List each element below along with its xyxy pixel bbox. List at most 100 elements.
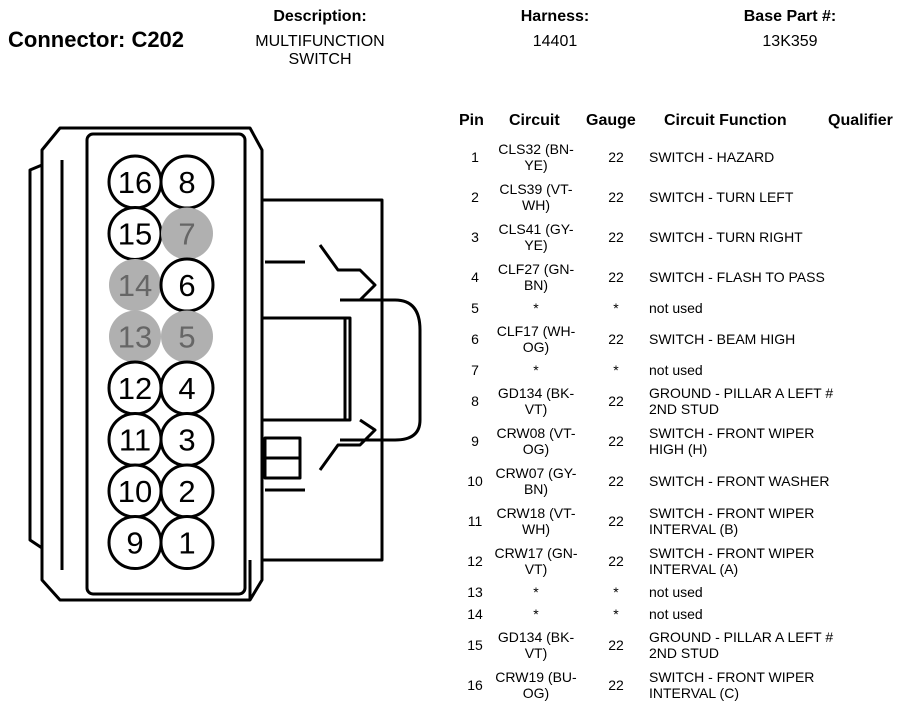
cell-gauge: 22 (608, 331, 624, 347)
cell-gauge: * (613, 584, 619, 600)
cell-gauge: 22 (608, 513, 624, 529)
pin-number: 1 (178, 526, 195, 561)
cell-gauge: * (613, 606, 619, 622)
table-row: 7**not used (459, 359, 909, 381)
cell-gauge: 22 (608, 229, 624, 245)
cell-circuit-function: not used (649, 362, 703, 378)
cell-pin: 16 (467, 677, 483, 693)
table-row: 1 CLS32 (BN-YE) 22 SWITCH - HAZARD (459, 137, 909, 177)
pin-circle (159, 515, 215, 570)
connector-pin-16: 16 (107, 154, 163, 210)
cell-circuit-function: SWITCH - TURN RIGHT (649, 229, 803, 245)
connector-housing (28, 126, 422, 602)
cell-circuit: CRW18 (VT-WH) (496, 505, 576, 537)
connector-pin-10: 10 (107, 463, 163, 519)
cell-gauge: 22 (608, 677, 624, 693)
cell-gauge: 22 (608, 473, 624, 489)
cell-circuit-function: SWITCH - BEAM HIGH (649, 331, 796, 347)
pin-circle (109, 259, 161, 311)
harness-label: Harness: (520, 8, 590, 25)
cell-circuit-function: not used (649, 606, 703, 622)
cell-circuit-function: SWITCH - FRONT WASHER (649, 473, 830, 489)
pin-number: 7 (178, 217, 195, 252)
pin-number: 4 (178, 371, 195, 406)
cell-circuit-function: SWITCH - FLASH TO PASS (649, 269, 825, 285)
table-row: 14 * * not used (459, 603, 909, 625)
cell-circuit: CLS41 (GY-YE) (498, 221, 574, 253)
connector-pin-12: 12 (107, 360, 163, 416)
cell-gauge: 22 (608, 553, 624, 569)
pin-circle (161, 207, 213, 260)
cell-pin: 9 (471, 433, 479, 449)
connector-pin-3: 3 (159, 412, 215, 467)
connector-title: Connector: C202 (8, 27, 185, 52)
connector-pin-6: 6 (159, 257, 215, 313)
table-row: 5**not used (459, 297, 909, 319)
cell-circuit: CRW19 (BU-OG) (495, 669, 577, 701)
pin-circle (161, 310, 213, 363)
connector-pin-7: 7 (161, 207, 213, 260)
cell-pin: 13 (467, 584, 483, 600)
description-value: MULTIFUNCTION SWITCH (255, 33, 385, 68)
base-part-label: Base Part #: (743, 8, 837, 25)
connector-pin-2: 2 (159, 463, 215, 519)
cell-pin: 8 (471, 393, 479, 409)
cell-circuit: CLS32 (BN-YE) (498, 141, 574, 173)
connector-pin-4: 4 (159, 360, 215, 416)
pin-number: 14 (118, 268, 152, 303)
cell-gauge: 22 (608, 149, 624, 165)
cell-circuit-function: not used (649, 584, 703, 600)
pin-number: 10 (118, 474, 152, 509)
cell-gauge: * (613, 362, 619, 378)
pin-number: 11 (119, 423, 151, 458)
cell-circuit-function: SWITCH - TURN LEFT (649, 189, 794, 205)
header-circuit: Circuit (509, 112, 560, 129)
pin-circle (109, 310, 161, 363)
cell-circuit: * (533, 300, 539, 316)
cell-circuit: CLF27 (GN-BN) (497, 261, 575, 293)
cell-gauge: 22 (608, 189, 624, 205)
cell-circuit: GD134 (BK-VT) (497, 629, 575, 661)
pin-number: 13 (118, 320, 152, 355)
cell-pin: 1 (471, 149, 479, 165)
pin-number: 9 (126, 526, 143, 561)
connector-pin-5: 5 (161, 310, 213, 363)
cell-pin: 10 (467, 473, 483, 489)
cell-circuit-function: SWITCH - HAZARD (649, 149, 775, 165)
cell-gauge: 22 (608, 269, 624, 285)
connector-pin-13: 13 (109, 310, 161, 363)
connector-pin-1: 1 (159, 515, 215, 570)
connector-pin-14: 14 (109, 259, 161, 311)
pin-number: 5 (178, 320, 195, 355)
table-row: 16 CRW19 (BU-OG) 22 SWITCH - FRONT WIPER IN… (459, 665, 909, 705)
pin-number: 3 (178, 423, 195, 458)
header-qualifier: Qualifier (828, 112, 893, 129)
cell-circuit: CRW17 (GN-VT) (494, 545, 578, 577)
connector-pin-11: 11 (107, 412, 163, 467)
pin-number: 16 (118, 165, 152, 200)
cell-circuit: CRW07 (GY-BN) (495, 465, 577, 497)
cell-pin: 2 (471, 189, 479, 205)
pin-number: 12 (118, 371, 152, 406)
cell-pin: 7 (471, 362, 479, 378)
cell-circuit-function: SWITCH - FRONT WIPER INTERVAL (C) (649, 669, 815, 701)
cell-pin: 14 (467, 606, 483, 622)
cell-circuit: * (533, 606, 539, 622)
cell-circuit-function: SWITCH - FRONT WIPER HIGH (H) (649, 425, 815, 457)
cell-circuit-function: GROUND - PILLAR A LEFT # 2ND STUD (649, 385, 834, 417)
cell-pin: 6 (471, 331, 479, 347)
pin-number: 6 (178, 268, 195, 303)
connector-pin-9: 9 (107, 515, 163, 570)
cell-pin: 5 (471, 300, 479, 316)
cell-circuit: * (533, 584, 539, 600)
harness-value: 14401 (532, 33, 578, 50)
